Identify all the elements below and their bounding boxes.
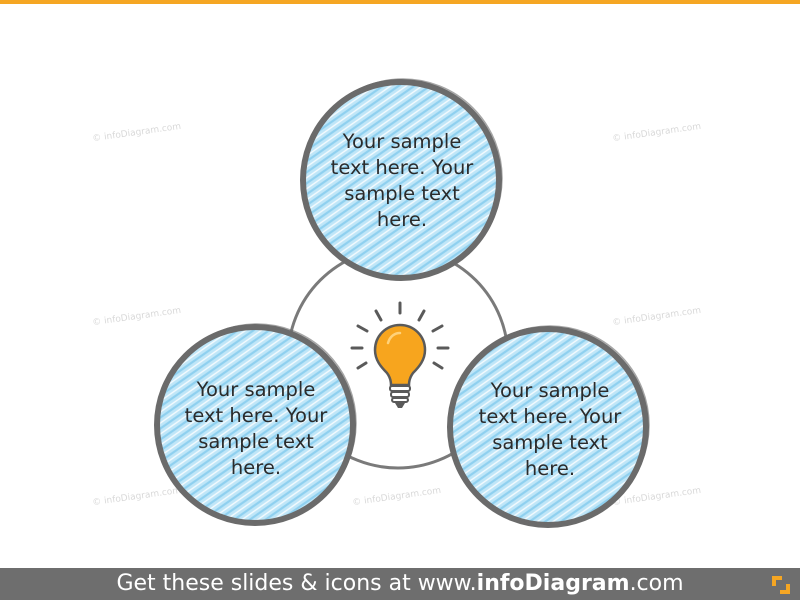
lightbulb-icon xyxy=(350,301,450,408)
circle-left xyxy=(154,323,357,526)
footer-brand: infoDiagram xyxy=(476,571,630,596)
circle-left-text: Your sample text here. Your sample text … xyxy=(184,378,328,479)
infodiagram-logo-icon xyxy=(772,576,790,594)
top-accent-bar xyxy=(0,0,800,4)
footer-prefix: Get these slides & icons at www. xyxy=(116,571,477,596)
circle-right xyxy=(447,325,650,528)
footer-link-text[interactable]: Get these slides & icons at www.infoDiag… xyxy=(0,568,800,600)
footer-suffix: .com xyxy=(629,571,684,596)
circle-top-text: Your sample text here. Your sample text … xyxy=(330,130,474,231)
circle-top xyxy=(300,78,503,281)
circle-right-text: Your sample text here. Your sample text … xyxy=(478,379,622,480)
footer-banner[interactable]: Get these slides & icons at www.infoDiag… xyxy=(0,568,800,600)
